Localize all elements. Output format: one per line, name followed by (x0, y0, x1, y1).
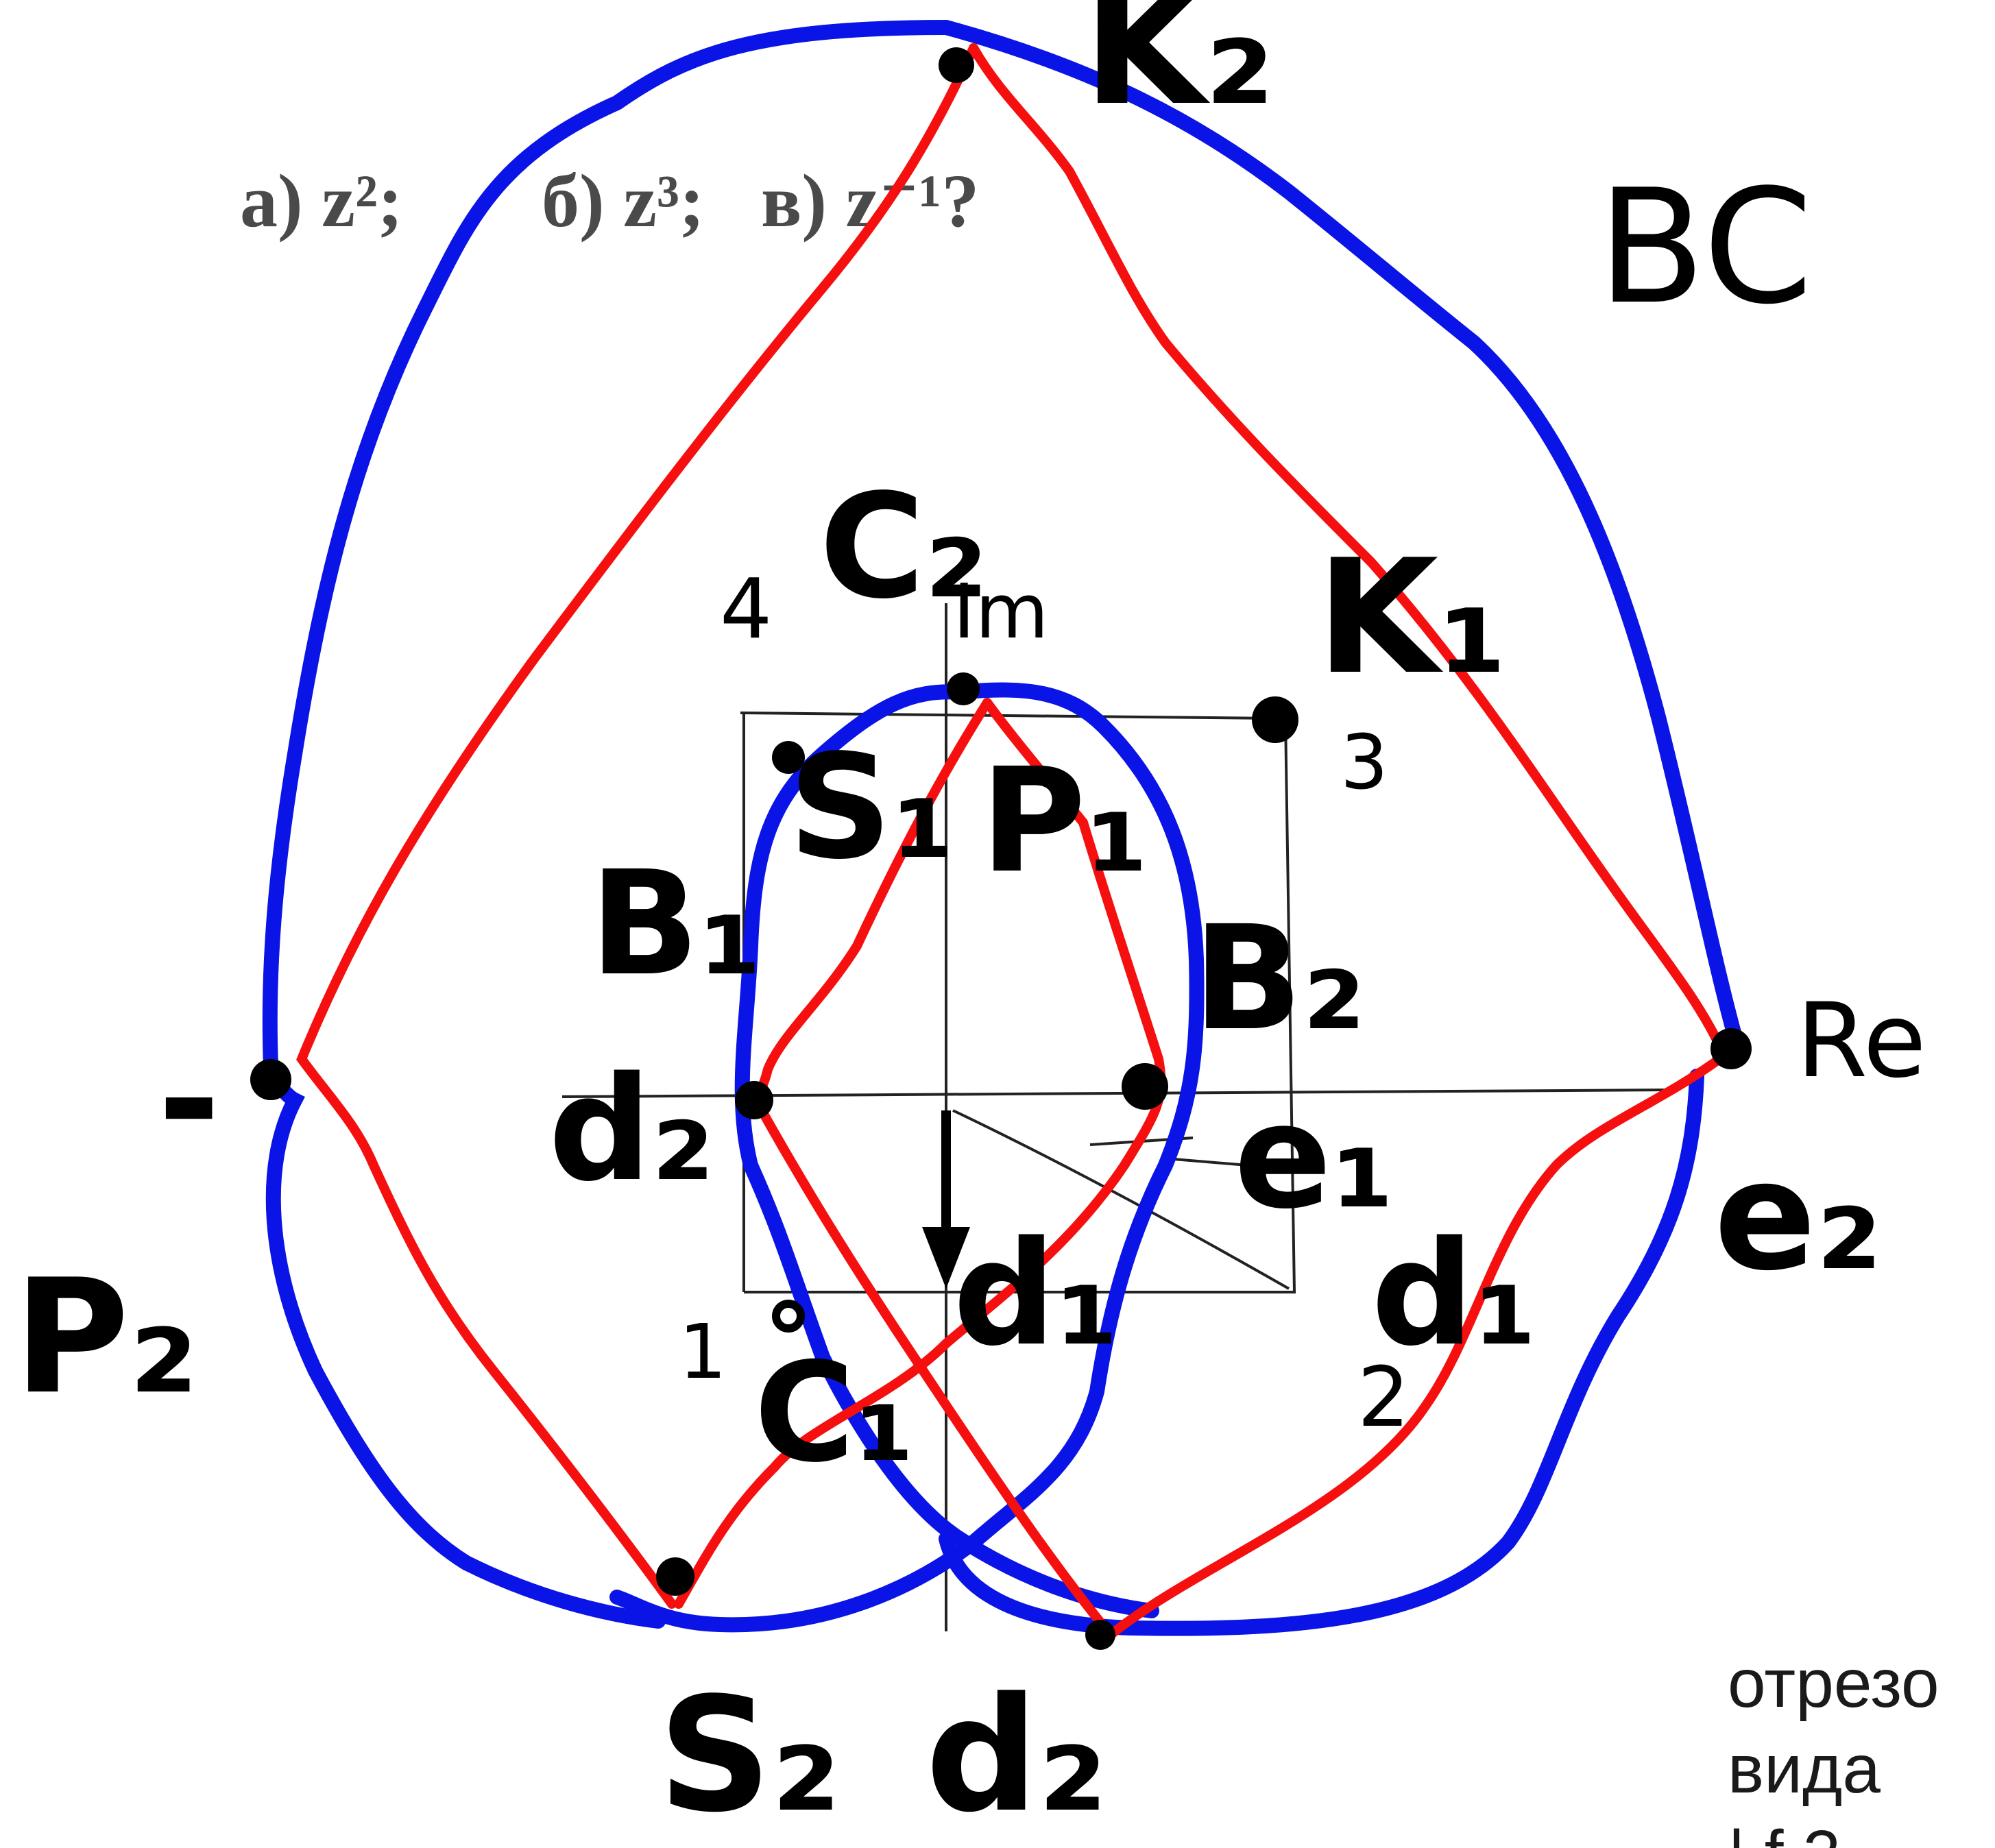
problem-text: а) z²; б) z³; в) z⁻¹? (240, 159, 979, 243)
label-s1: S₁ (788, 723, 955, 891)
small-tick-2 (1165, 1157, 1248, 1167)
handwritten-labels: K₂ K₁ C₂ Im 4 S₁ P₁ 3 B₁ B₂ d₂ e₁ e₂ d₁ … (14, 0, 1926, 1847)
label-d2-bottom: d₂ (926, 1664, 1107, 1847)
label-2-right: 2 (1357, 1350, 1410, 1446)
label-bc: BC (1597, 156, 1813, 339)
problem-part-b: б) z³; (542, 159, 705, 243)
red-inner-right (674, 698, 1166, 1609)
problem-part-a: а) z²; (240, 159, 403, 243)
label-im: Im (953, 568, 1049, 655)
point-top-inner (947, 672, 980, 705)
label-e1: e₁ (1234, 1073, 1394, 1241)
blue-outer-curve (262, 20, 954, 1629)
red-outer-right (969, 43, 1730, 1640)
label-1: 1 (679, 1308, 727, 1396)
point-s2 (656, 1557, 694, 1596)
label-p1: P₁ (980, 737, 1149, 905)
label-4: 4 (720, 562, 772, 657)
sidebar-line-1: отрезо (1728, 1645, 1939, 1722)
label-d2-inner: d₂ (548, 1045, 714, 1213)
label-3: 3 (1340, 718, 1388, 806)
point-minus1 (250, 1059, 291, 1100)
grid-right-line (1284, 718, 1296, 1293)
sidebar-text: отрезо вида | f 2 (1728, 1645, 1939, 1848)
point-e1 (1122, 1063, 1168, 1110)
label-c2: C₂ (819, 463, 988, 631)
label-minus: - (158, 1012, 220, 1187)
sidebar-line-3: | f 2 (1728, 1816, 1841, 1848)
point-e2 (1710, 1028, 1752, 1069)
label-s2: S₂ (658, 1664, 841, 1847)
label-c1: C₁ (754, 1333, 915, 1493)
red-outer-left (296, 43, 978, 1609)
label-b1: B₁ (590, 840, 762, 1008)
label-k1: K₁ (1316, 526, 1508, 709)
blue-outer-curve-bottom (939, 1069, 1704, 1636)
label-k2: K₂ (1083, 0, 1274, 141)
sidebar-line-2: вида (1728, 1731, 1881, 1808)
label-d1: d₁ (953, 1210, 1119, 1378)
point-3 (1252, 696, 1298, 743)
blue-outer-curve-right (939, 20, 1742, 1043)
point-d2-bottom (1085, 1620, 1115, 1650)
label-re: Re (1796, 982, 1926, 1101)
point-d2-inner (735, 1081, 773, 1119)
label-e2: e₂ (1714, 1128, 1883, 1304)
point-1-ring (772, 1300, 805, 1333)
point-k2 (939, 47, 974, 83)
blue-inner-curve-right (609, 682, 1205, 1633)
real-axis (561, 1089, 1673, 1098)
label-p2: P₂ (14, 1246, 198, 1429)
label-b2: B₂ (1193, 895, 1366, 1062)
down-arrow (922, 1110, 970, 1289)
blue-inner-curve (734, 684, 1159, 1618)
marked-points (250, 47, 1752, 1650)
label-d1-right: d₁ (1371, 1210, 1537, 1378)
point-s1 (772, 741, 805, 774)
grid-top-line (740, 712, 1276, 720)
